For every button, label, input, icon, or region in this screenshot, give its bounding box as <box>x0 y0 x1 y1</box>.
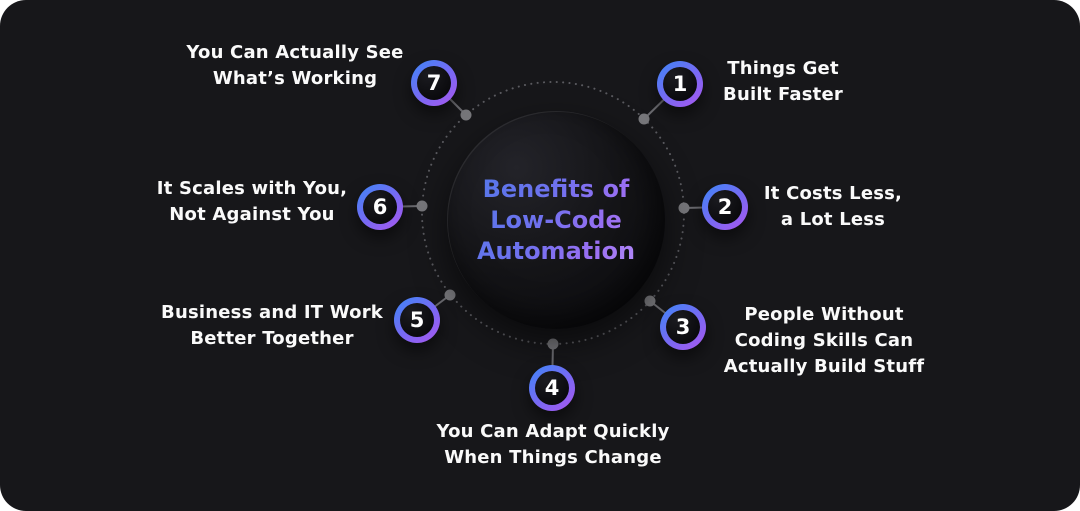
badge-6-number: 6 <box>363 190 397 224</box>
connector-dot-4 <box>547 338 559 350</box>
connector-dot-3 <box>644 295 656 307</box>
item-label-2: It Costs Less, a Lot Less <box>763 183 903 230</box>
badge-7: 7 <box>411 60 457 106</box>
item-label-7: You Can Actually See What’s Working <box>186 42 404 89</box>
item-label-5: Business and IT Work Better Together <box>161 302 383 349</box>
title-line-1: Benefits of <box>482 174 630 203</box>
badge-5: 5 <box>394 297 440 343</box>
connector-dot-6 <box>416 200 428 212</box>
badge-5-number: 5 <box>400 303 434 337</box>
title-line-3: Automation <box>476 236 636 265</box>
badge-6: 6 <box>357 184 403 230</box>
item-label-1: Things Get Built Faster <box>723 58 843 105</box>
badge-4-number: 4 <box>535 371 569 405</box>
badge-1-number: 1 <box>663 67 697 101</box>
item-label-3: People Without Coding Skills Can Actuall… <box>723 304 925 377</box>
badge-4: 4 <box>529 365 575 411</box>
badge-2-number: 2 <box>708 190 742 224</box>
center-circle: Benefits of Low-Code Automation <box>447 111 665 329</box>
badge-3: 3 <box>660 304 706 350</box>
badge-2: 2 <box>702 184 748 230</box>
connector-dot-5 <box>444 289 456 301</box>
item-label-6: It Scales with You, Not Against You <box>156 178 348 225</box>
badge-3-number: 3 <box>666 310 700 344</box>
title-line-2: Low-Code <box>490 205 622 234</box>
item-label-4: You Can Adapt Quickly When Things Change <box>436 421 670 468</box>
connector-dot-7 <box>460 109 472 121</box>
badge-1: 1 <box>657 61 703 107</box>
badge-7-number: 7 <box>417 66 451 100</box>
connector-dots <box>416 109 690 350</box>
diagram-title: Benefits of Low-Code Automation <box>477 174 635 267</box>
connector-dot-1 <box>638 113 650 125</box>
connector-dot-2 <box>678 202 690 214</box>
